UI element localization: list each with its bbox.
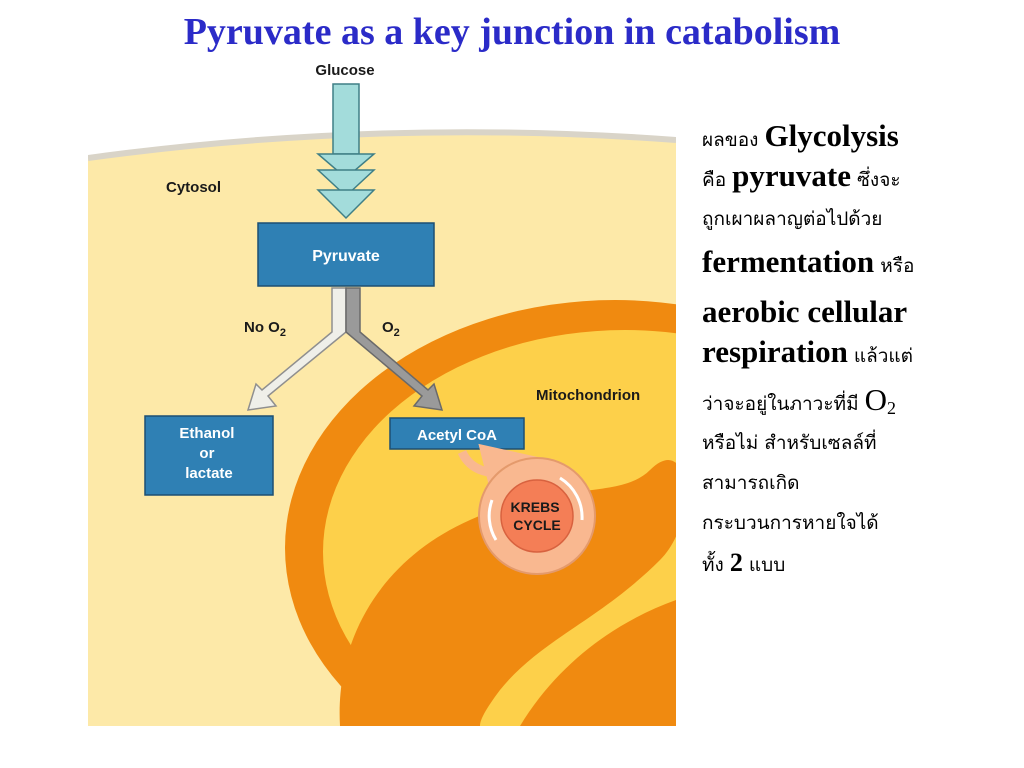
text-segment: ผลของ: [702, 129, 765, 151]
explanation-line-7: ว่าจะอยู่ในภาวะที่มี O2: [702, 382, 1002, 428]
pyruvate-box: [257, 222, 435, 287]
slide-title: Pyruvate as a key junction in catabolism: [183, 11, 841, 53]
term-fermentation: fermentation: [702, 244, 875, 279]
ethanol-label: Ethanol or lactate: [179, 425, 238, 482]
glucose-arrow: [315, 83, 377, 220]
cytosol-label: Cytosol: [166, 179, 221, 196]
o2-label: O2: [382, 319, 400, 339]
glucose-label: Glucose: [315, 62, 374, 79]
explanation-line-3: ถูกเผาผลาญต่อไปด้วย: [702, 204, 1002, 244]
text-segment: ว่าจะอยู่ในภาวะที่มี: [702, 393, 865, 415]
ethanol-box: [144, 415, 274, 496]
cell-membrane: [88, 129, 676, 161]
text-segment: กระบวนการหายใจได้: [702, 512, 879, 534]
explanation-line-10: กระบวนการหายใจได้: [702, 508, 1002, 548]
o2-arrow: [345, 287, 444, 411]
oxygen-symbol: O: [864, 382, 888, 417]
mitochondrion-label: Mitochondrion: [536, 387, 640, 404]
explanation-line-6: respiration แล้วแต่: [702, 334, 1002, 382]
krebs-label: KREBS CYCLE: [511, 499, 564, 533]
no-o2-label: No O2: [244, 319, 286, 339]
explanation-line-2: คือ pyruvate ซึ่งจะ: [702, 158, 1002, 204]
text-segment: สามารถเกิด: [702, 472, 800, 494]
explanation-line-1: ผลของ Glycolysis: [702, 118, 1002, 158]
count-number: 2: [729, 548, 743, 577]
term-glycolysis: Glycolysis: [764, 118, 899, 153]
explanation-line-11: ทั้ง 2 แบบ: [702, 548, 1002, 588]
oxygen-subscript: 2: [887, 398, 897, 419]
text-segment: ทั้ง: [702, 554, 730, 576]
ethanol-line-1: Ethanol: [179, 425, 234, 442]
term-pyruvate: pyruvate: [732, 158, 851, 193]
text-segment: หรือ: [874, 255, 915, 277]
explanation-line-5: aerobic cellular: [702, 294, 1002, 334]
krebs-cycle-core: [500, 479, 574, 553]
explanation-line-9: สามารถเกิด: [702, 468, 1002, 508]
explanation-line-4: fermentation หรือ: [702, 244, 1002, 294]
krebs-line-1: KREBS: [511, 499, 560, 515]
no-o2-subscript: 2: [280, 327, 286, 339]
ethanol-line-3: lactate: [185, 465, 233, 482]
explanation-line-8: หรือไม่ สำหรับเซลล์ที่: [702, 428, 1002, 468]
no-o2-text: No O: [244, 319, 280, 336]
o2-text: O: [382, 319, 394, 336]
krebs-line-2: CYCLE: [513, 517, 560, 533]
ethanol-line-2: or: [199, 445, 214, 462]
text-segment: แบบ: [742, 554, 786, 576]
acetyl-coa-label: Acetyl CoA: [417, 427, 497, 444]
o2-subscript: 2: [394, 327, 400, 339]
text-segment: แล้วแต่: [847, 345, 913, 367]
pyruvate-label: Pyruvate: [312, 248, 380, 265]
text-segment: ซึ่งจะ: [851, 169, 901, 191]
explanation-text: ผลของ Glycolysis คือ pyruvate ซึ่งจะ ถูก…: [702, 118, 1002, 588]
term-aerobic-cellular: aerobic cellular: [702, 294, 908, 329]
text-segment: ถูกเผาผลาญต่อไปด้วย: [702, 208, 883, 230]
text-segment: หรือไม่ สำหรับเซลล์ที่: [702, 432, 877, 454]
mitochondrion-cristae-2: [520, 600, 676, 726]
krebs-cycle-arrows: [487, 476, 584, 541]
text-segment: คือ: [702, 169, 733, 191]
term-respiration: respiration: [702, 334, 848, 369]
